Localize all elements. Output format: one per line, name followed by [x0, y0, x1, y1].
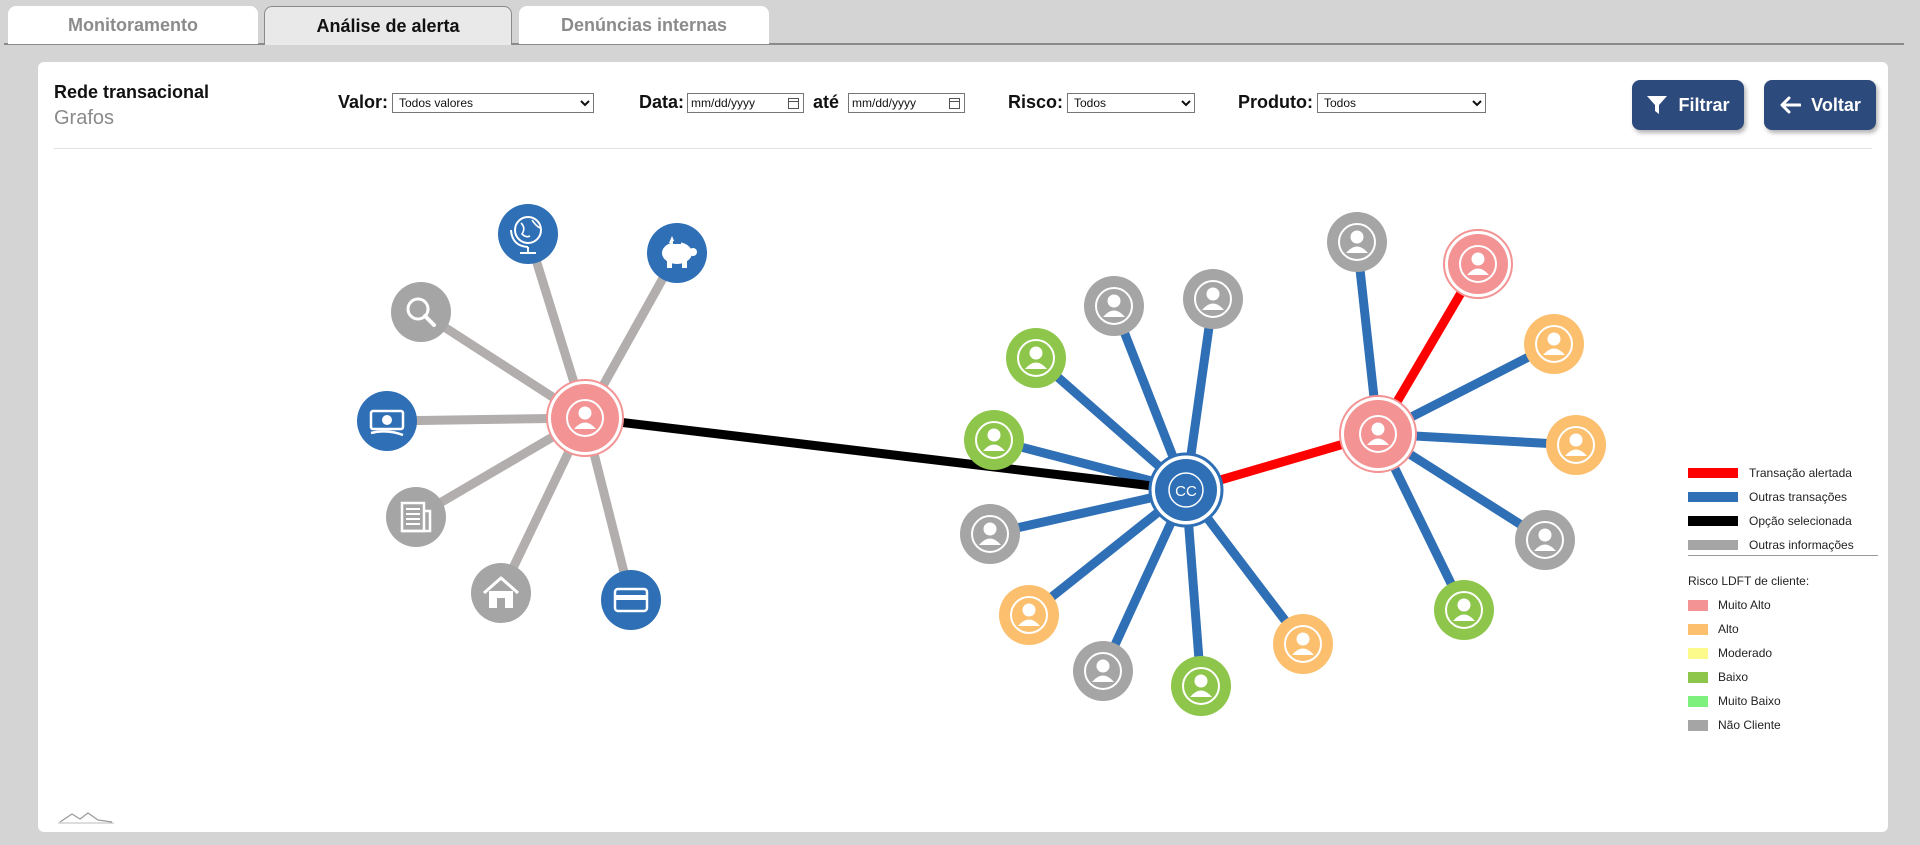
back-button-label: Voltar	[1811, 94, 1861, 115]
legend-label: Muito Baixo	[1718, 694, 1781, 708]
risco-label: Risco:	[1008, 92, 1064, 112]
funnel-icon	[1647, 96, 1668, 114]
until-label: até	[813, 92, 840, 112]
date-to-placeholder: mm/dd/yyyy	[852, 96, 917, 110]
graph-node[interactable]	[1006, 328, 1066, 388]
graph-node[interactable]	[1273, 614, 1333, 674]
legend-swatch	[1688, 468, 1738, 478]
graph-node[interactable]	[1327, 212, 1387, 272]
tab-denuncias-internas[interactable]: Denúncias internas	[519, 6, 769, 44]
graph-node[interactable]	[1515, 510, 1575, 570]
tab-analise-de-alerta[interactable]: Análise de alerta	[264, 6, 512, 45]
document-icon	[400, 501, 432, 533]
filter-button-label: Filtrar	[1678, 94, 1730, 115]
graph-node[interactable]	[1084, 276, 1144, 336]
page-title: Rede transacional	[54, 82, 210, 102]
graph-node[interactable]	[999, 585, 1059, 645]
legend-label: Outras transações	[1749, 490, 1848, 504]
valor-label: Valor:	[338, 92, 389, 112]
legend-swatch	[1688, 516, 1738, 526]
graph-node[interactable]	[960, 504, 1020, 564]
legend-label: Outras informações	[1749, 538, 1854, 552]
main-card: Rede transacional Grafos Valor: Todos va…	[38, 62, 1888, 832]
graph-node[interactable]	[964, 410, 1024, 470]
globe-icon	[510, 216, 542, 254]
graph-node[interactable]	[391, 282, 451, 342]
tab-underline	[4, 43, 1904, 45]
legend-label: Baixo	[1718, 670, 1749, 684]
graph-node[interactable]	[1171, 656, 1231, 716]
legend-swatch	[1688, 719, 1708, 731]
calendar-icon[interactable]	[788, 98, 799, 109]
legend-label: Transação alertada	[1749, 466, 1852, 480]
date-from-input[interactable]: mm/dd/yyyy	[687, 93, 804, 113]
legend-swatch	[1688, 695, 1708, 707]
legend-swatch	[1688, 599, 1708, 611]
legend-divider	[1688, 555, 1878, 556]
graph-node[interactable]	[601, 570, 661, 630]
legend-risk-muito-baixo: Muito Baixo	[1688, 694, 1781, 708]
calendar-icon[interactable]	[949, 98, 960, 109]
risco-select[interactable]: Todos	[1067, 93, 1195, 113]
piggy-bank-icon	[662, 236, 697, 268]
filter-button[interactable]: Filtrar	[1632, 80, 1744, 130]
date-from-placeholder: mm/dd/yyyy	[691, 96, 756, 110]
house-icon	[483, 576, 519, 608]
valor-select[interactable]: Todos valores	[392, 93, 594, 113]
legend-label: Não Cliente	[1718, 718, 1781, 732]
produto-label: Produto:	[1238, 92, 1313, 112]
graph-node[interactable]	[471, 563, 531, 623]
hub-label: CC	[1175, 483, 1197, 500]
data-label: Data:	[639, 92, 685, 112]
transaction-network-graph: CC	[357, 204, 1606, 716]
legend-swatch	[1688, 492, 1738, 502]
selected-option-edge	[584, 413, 1187, 495]
legend-risk-muito-alto: Muito Alto	[1688, 598, 1771, 612]
legend-risk-alto: Alto	[1688, 622, 1739, 636]
tab-monitoramento[interactable]: Monitoramento	[8, 6, 258, 44]
legend-risk-moderado: Moderado	[1688, 646, 1772, 660]
legend-swatch	[1688, 540, 1738, 550]
legend-label: Muito Alto	[1718, 598, 1771, 612]
tab-bar: Monitoramento Análise de alerta Denúncia…	[0, 0, 1920, 45]
graph-node[interactable]	[1073, 641, 1133, 701]
legend-alerted-transaction: Transação alertada	[1688, 466, 1852, 480]
graph-node[interactable]	[1183, 269, 1243, 329]
arrow-left-icon	[1780, 96, 1802, 114]
legend-label: Opção selecionada	[1749, 514, 1852, 528]
graph-node[interactable]	[647, 223, 707, 283]
graph-node[interactable]	[386, 487, 446, 547]
graph-node[interactable]	[1546, 415, 1606, 475]
legend-risk-title: Risco LDFT de cliente:	[1688, 574, 1810, 588]
page-subtitle: Grafos	[54, 107, 115, 129]
legend-label: Moderado	[1718, 646, 1773, 660]
legend-risk-baixo: Baixo	[1688, 670, 1748, 684]
graph-nodes: CC	[357, 204, 1606, 716]
legend-other-info: Outras informações	[1688, 538, 1854, 552]
date-to-input[interactable]: mm/dd/yyyy	[848, 93, 965, 113]
legend-swatch	[1688, 647, 1708, 659]
money-icon	[369, 409, 405, 437]
search-icon	[406, 297, 436, 327]
legend-swatch	[1688, 623, 1708, 635]
account-hub-node[interactable]: CC	[1148, 452, 1224, 528]
legend-selected-option: Opção selecionada	[1688, 514, 1852, 528]
graph-node[interactable]	[498, 204, 558, 264]
alert-client-node[interactable]	[1339, 395, 1417, 473]
graph-node[interactable]	[1434, 580, 1494, 640]
back-button[interactable]: Voltar	[1764, 80, 1876, 130]
graph-node[interactable]	[1443, 229, 1513, 299]
graph-node[interactable]	[357, 391, 417, 451]
legend-swatch	[1688, 671, 1708, 683]
app-logo-icon	[58, 812, 114, 824]
credit-card-icon	[613, 587, 649, 613]
header-divider	[54, 148, 1872, 149]
legend-risk-nao-cliente: Não Cliente	[1688, 718, 1781, 732]
alert-client-node[interactable]	[546, 379, 624, 457]
legend-other-transactions: Outras transações	[1688, 490, 1847, 504]
graph-node[interactable]	[1524, 314, 1584, 374]
produto-select[interactable]: Todos	[1317, 93, 1486, 113]
legend-label: Alto	[1718, 622, 1739, 636]
